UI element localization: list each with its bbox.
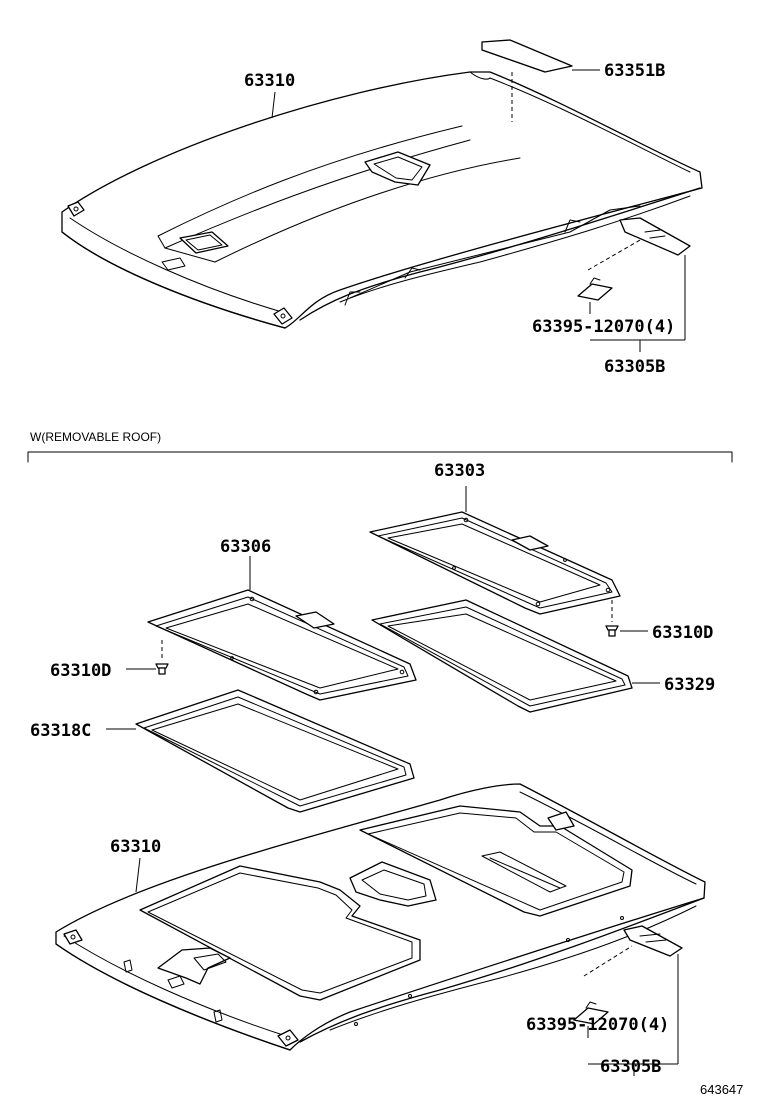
bottom-side-rail (573, 925, 683, 1076)
label-63305b-top: 63305B (604, 357, 665, 377)
sunvisor-pad (481, 39, 600, 122)
label-clip-bottom: 63395-12070(4) (526, 1015, 669, 1035)
screw-left (126, 640, 169, 675)
frame-63306 (147, 556, 417, 701)
frame-63303 (369, 486, 621, 615)
label-63310-top: 63310 (244, 71, 295, 91)
label-63329: 63329 (664, 675, 715, 695)
label-63318c: 63318C (30, 721, 91, 741)
label-63305b-bottom: 63305B (600, 1057, 661, 1077)
label-63310-bottom: 63310 (110, 837, 161, 857)
section-title: W(REMOVABLE ROOF) (30, 430, 161, 444)
label-63351b: 63351B (604, 61, 665, 81)
screw-right (605, 600, 648, 637)
label-63310d-left: 63310D (50, 661, 111, 681)
top-headliner (61, 71, 703, 329)
label-63310d-right: 63310D (652, 623, 713, 643)
weatherstrip-63318c (106, 689, 415, 813)
top-side-rail (577, 217, 691, 352)
bottom-headliner (55, 783, 706, 1051)
label-63303: 63303 (434, 461, 485, 481)
section-bracket (27, 451, 733, 463)
figure-number: 643647 (700, 1082, 743, 1097)
label-clip-top: 63395-12070(4) (532, 317, 675, 337)
weatherstrip-63329 (371, 599, 660, 713)
label-63306: 63306 (220, 537, 271, 557)
